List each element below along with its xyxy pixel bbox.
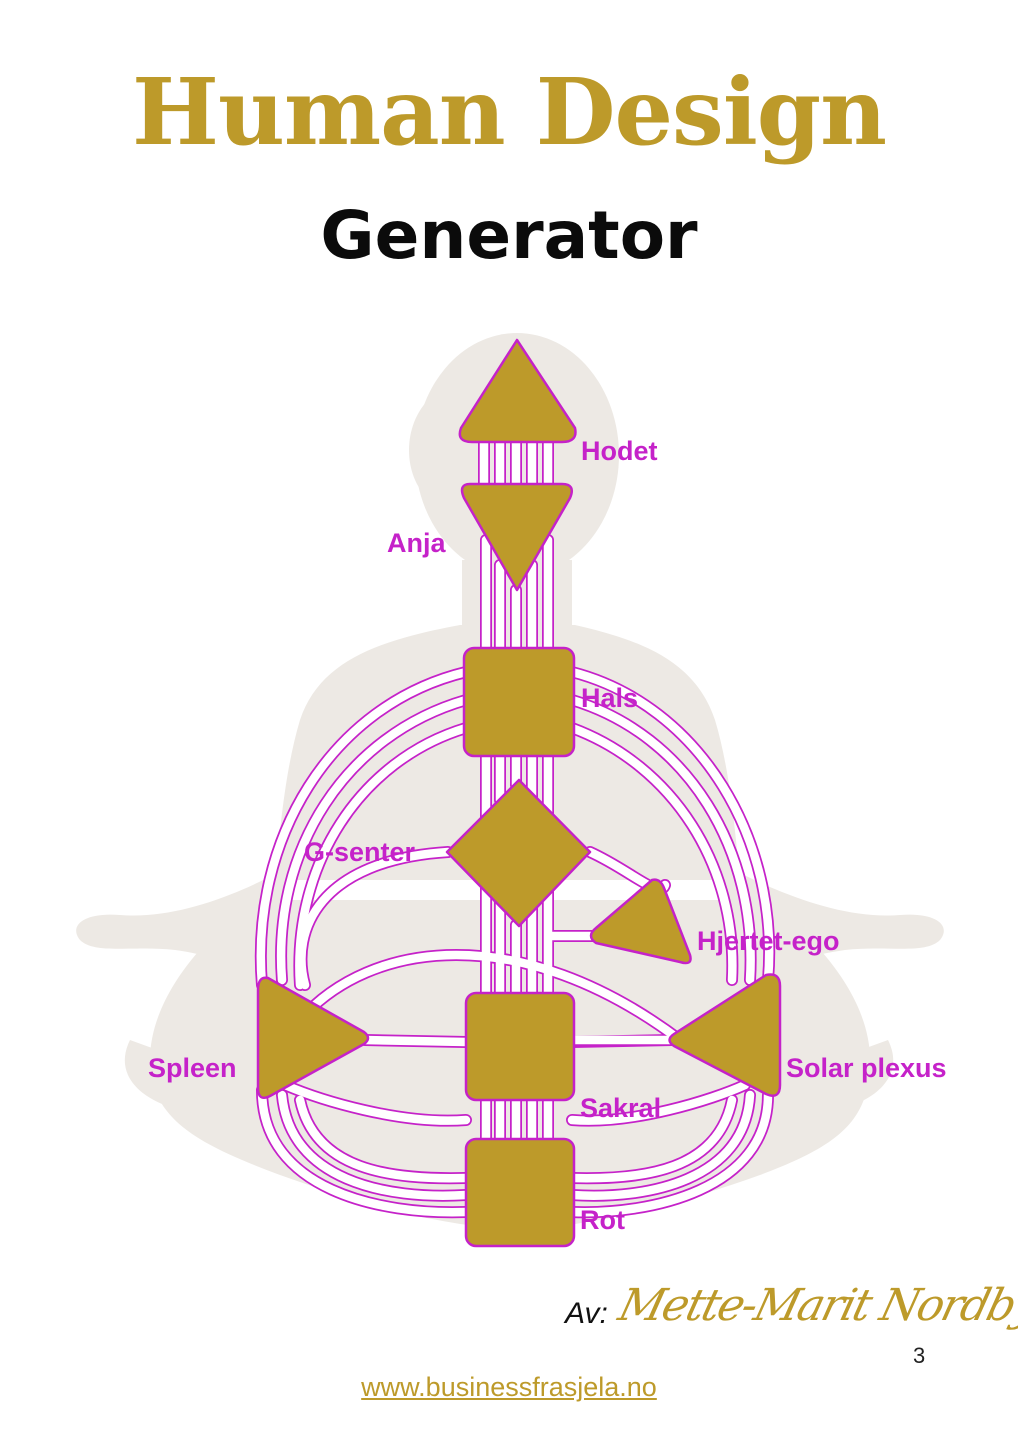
website-link[interactable]: www.businessfrasjela.no bbox=[0, 1372, 1018, 1403]
label-head: Hodet bbox=[581, 436, 658, 466]
label-root: Rot bbox=[580, 1205, 625, 1235]
label-throat: Hals bbox=[581, 683, 638, 713]
label-g-center: G-senter bbox=[304, 837, 416, 867]
label-solar-plexus: Solar plexus bbox=[786, 1053, 947, 1083]
label-heart: Hjertet-ego bbox=[697, 926, 840, 956]
page-subtitle: Generator bbox=[0, 200, 1018, 273]
root-center bbox=[466, 1139, 574, 1246]
label-sacral: Sakral bbox=[580, 1093, 661, 1123]
author-signature: Mette-Marit Nordby bbox=[614, 1280, 1018, 1331]
label-ajna: Anja bbox=[387, 528, 446, 558]
bodygraph-diagram: Hodet Anja Hals G-senter Hjertet-ego Spl… bbox=[0, 320, 1018, 1260]
label-spleen: Spleen bbox=[148, 1053, 237, 1083]
author-prefix: Av: bbox=[565, 1297, 608, 1331]
page-title: Human Design bbox=[0, 62, 1018, 163]
sacral-center bbox=[466, 993, 574, 1100]
throat-center bbox=[464, 648, 574, 756]
page-number: 3 bbox=[913, 1343, 925, 1369]
